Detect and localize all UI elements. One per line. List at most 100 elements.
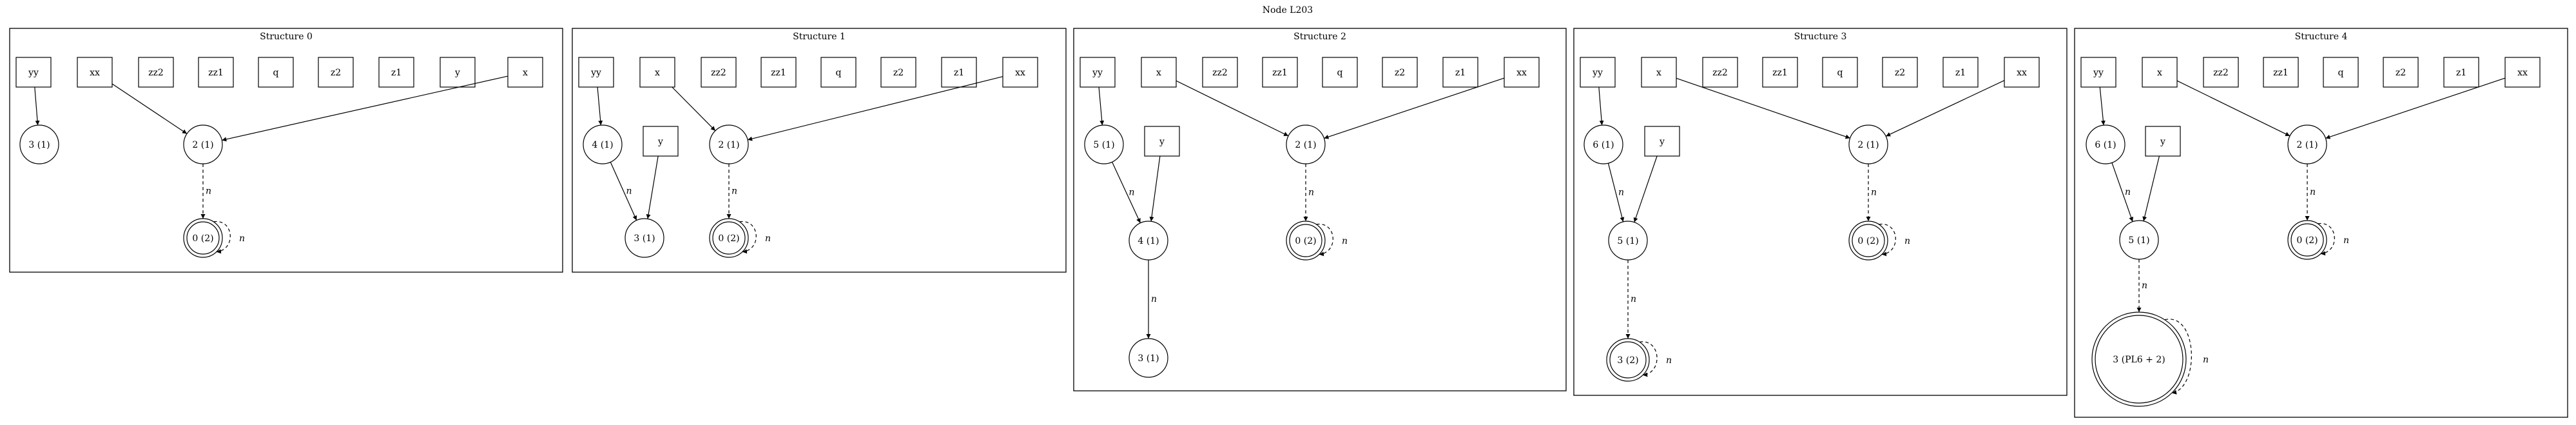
heap-node: 2 (1) [1286, 124, 1326, 164]
graph-edge: n [739, 221, 771, 254]
graph-edge: n [2136, 259, 2147, 312]
heap-node: 6 (1) [1583, 124, 1623, 164]
graph-edge: n [200, 164, 211, 219]
heap-node: 0 (2) [709, 218, 749, 258]
graph-edge [1176, 80, 1289, 137]
node-label: 5 (1) [1617, 236, 1638, 246]
node-label: 2 (1) [1857, 140, 1879, 150]
graph-edge: n [726, 164, 737, 219]
edge-label: n [2142, 281, 2147, 291]
cluster-frame [1073, 28, 1567, 391]
node-label: 0 (2) [192, 233, 213, 244]
variable-label: zz2 [148, 68, 164, 78]
variable-label: y [454, 68, 460, 78]
cluster-label: Structure 0 [260, 32, 313, 42]
variable-box: xx [2004, 57, 2040, 88]
graph-edge: n [1316, 224, 1348, 257]
variable-label: xx [1015, 68, 1025, 78]
cluster-label: Structure 2 [1293, 32, 1346, 42]
variable-box: yy [1080, 57, 1116, 88]
graph-edge: n [2318, 223, 2349, 256]
variable-label: zz1 [1772, 68, 1788, 78]
variable-label: xx [90, 68, 100, 78]
variable-label: z1 [1955, 68, 1966, 78]
variable-label: z1 [954, 68, 964, 78]
variable-box: zz2 [1702, 57, 1738, 88]
heap-node: 2 (1) [183, 124, 223, 164]
graph-edge: n [1112, 161, 1141, 224]
variable-label: zz1 [771, 68, 786, 78]
variable-label: zz1 [208, 68, 224, 78]
node-label: 3 (1) [634, 233, 655, 244]
node-label: 0 (2) [2296, 235, 2318, 246]
graph-edge [597, 86, 603, 126]
diagram-title: Node L203 [1263, 5, 1313, 15]
graph-edge [1676, 77, 1850, 139]
edge-label: n [1904, 236, 1910, 246]
variable-box: x [1641, 57, 1677, 88]
variable-label: z2 [893, 68, 904, 78]
variable-label: xx [1516, 68, 1527, 78]
node-label: 0 (2) [1295, 236, 1316, 246]
variable-box: xx [2504, 57, 2541, 88]
variable-box: yy [578, 57, 614, 88]
edge-label: n [2203, 355, 2209, 365]
variable-box: zz1 [760, 57, 797, 88]
heap-node: 2 (1) [709, 124, 749, 164]
graph-edge: n [2111, 163, 2134, 222]
edge-label: n [1871, 188, 1877, 198]
edge-label: n [731, 186, 737, 197]
graph-edge [222, 75, 508, 142]
variable-label: x [523, 68, 528, 78]
variable-label: zz2 [711, 68, 726, 78]
variable-label: z2 [331, 68, 341, 78]
variable-box: y [1644, 126, 1680, 157]
variable-label: x [1656, 68, 1661, 78]
variable-box: y [2145, 126, 2181, 157]
variable-box: yy [1580, 57, 1616, 88]
heap-node: 0 (2) [2287, 220, 2327, 260]
variable-label: q [1837, 68, 1843, 78]
edge-label: n [1618, 188, 1624, 198]
variable-label: z2 [1395, 68, 1405, 78]
edge-label: n [239, 233, 245, 244]
variable-label: y [1659, 137, 1665, 147]
node-label: 6 (1) [1593, 140, 1614, 150]
node-label: 2 (1) [2296, 140, 2318, 150]
graph-edge: n [1303, 164, 1314, 221]
variable-label: yy [590, 68, 601, 78]
variable-label: z1 [2456, 68, 2466, 78]
variable-box: z1 [1942, 57, 1979, 88]
cluster-frame [9, 28, 563, 273]
graph-edge [111, 83, 188, 134]
variable-box: xx [1504, 57, 1540, 88]
cluster-label: Structure 1 [793, 32, 846, 42]
variable-label: q [1337, 68, 1343, 78]
variable-box: zz2 [1202, 57, 1238, 88]
node-label: 3 (1) [28, 140, 50, 150]
edge-label: n [2343, 235, 2349, 246]
heap-node: 3 (2) [1606, 338, 1650, 382]
node-label: 4 (1) [592, 140, 613, 150]
variable-label: x [1156, 68, 1161, 78]
graph-edge [672, 86, 716, 132]
graph-edge: n [1146, 260, 1157, 339]
graph-edge [747, 76, 1003, 141]
heap-node: 3 (1) [1128, 338, 1168, 378]
variable-box: zz2 [2203, 57, 2239, 88]
cluster-frame [1573, 28, 2068, 396]
variable-box: zz1 [1262, 57, 1298, 88]
heap-node: 2 (1) [1848, 124, 1888, 164]
variable-box: z1 [378, 57, 414, 88]
cluster-label: Structure 4 [2295, 32, 2348, 42]
graph-edge: n [1607, 163, 1625, 222]
variable-box: yy [2080, 57, 2116, 88]
variable-box: q [820, 57, 857, 88]
graph-edge: n [213, 221, 245, 254]
node-label: 0 (2) [718, 233, 739, 244]
graph-edge: n [1625, 260, 1636, 339]
graph-edge [1885, 80, 2005, 137]
heap-node: 3 (1) [19, 124, 59, 164]
